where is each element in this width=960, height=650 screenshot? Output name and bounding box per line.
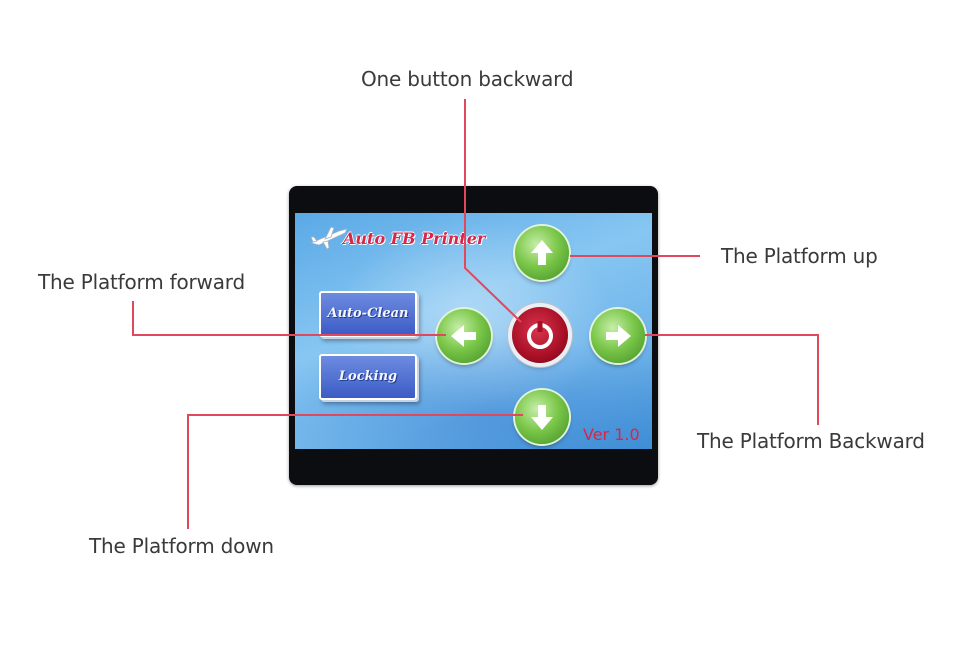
control-panel-device: Auto FB Printer Auto-Clean Locking [289,186,658,485]
arrow-up-icon [531,240,553,265]
version-label: Ver 1.0 [583,425,640,444]
leader-line-platform-backward [645,334,819,425]
platform-backward-button[interactable] [591,309,645,363]
arrow-down-icon [531,405,553,430]
locking-button[interactable]: Locking [319,354,417,400]
callout-platform-backward: The Platform Backward [697,429,925,453]
callout-one-button-backward: One button backward [361,67,574,91]
platform-down-button[interactable] [515,390,569,444]
callout-platform-forward: The Platform forward [38,270,245,294]
arrow-right-icon [606,325,631,347]
power-ring-icon [527,321,553,349]
auto-clean-button[interactable]: Auto-Clean [319,291,417,337]
platform-forward-button[interactable] [437,309,491,363]
callout-platform-up: The Platform up [721,244,878,268]
airplane-icon [309,226,348,250]
touch-screen: Auto FB Printer Auto-Clean Locking [295,213,652,449]
arrow-left-icon [451,325,476,347]
callout-platform-down: The Platform down [89,534,274,558]
one-button-backward-button[interactable] [512,307,568,363]
app-title: Auto FB Printer [343,229,486,248]
platform-up-button[interactable] [515,226,569,280]
